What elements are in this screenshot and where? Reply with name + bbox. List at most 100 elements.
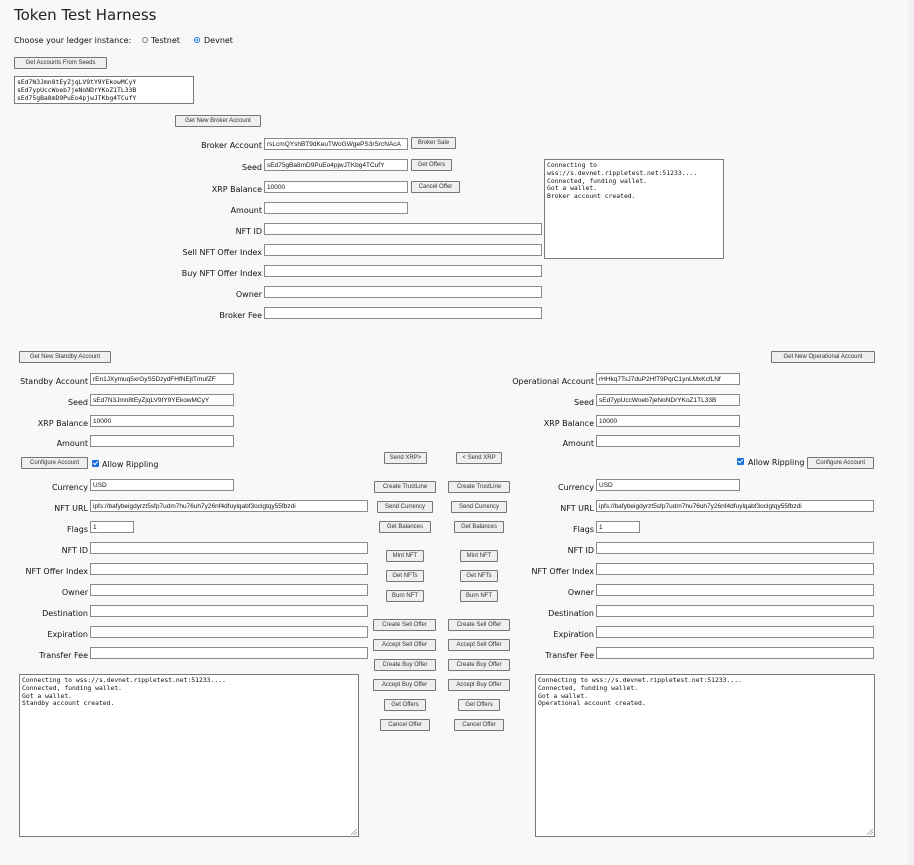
send-xrp-to-standby-button[interactable]: < Send XRP: [456, 452, 502, 464]
operational-allow-rippling-checkbox[interactable]: [737, 458, 744, 465]
operational-burn-nft-button[interactable]: Burn NFT: [460, 590, 498, 602]
standby-nft-offer-index-field[interactable]: [90, 563, 368, 575]
standby-nft-id-field[interactable]: [90, 542, 368, 554]
standby-configure-account-button[interactable]: Configure Account: [21, 457, 88, 469]
standby-owner-label: Owner: [61, 588, 88, 597]
standby-transfer-fee-field[interactable]: [90, 647, 368, 659]
standby-nft-offer-index-label: NFT Offer Index: [25, 567, 88, 576]
standby-seed-field[interactable]: sEd7N3Jmn8tEyZjqLV9tY9YEkowMCyY: [90, 394, 234, 406]
standby-burn-nft-button[interactable]: Burn NFT: [386, 590, 424, 602]
broker-fee-label: Broker Fee: [219, 311, 262, 320]
standby-accept-buy-offer-button[interactable]: Accept Buy Offer: [373, 679, 436, 691]
operational-destination-field[interactable]: [596, 605, 874, 617]
operational-mint-nft-button[interactable]: Mint NFT: [460, 550, 498, 562]
broker-account-field[interactable]: rsLcmQYshBT9dKeuTWoGWgePS3rSrcNAcA: [264, 138, 408, 150]
standby-send-currency-button[interactable]: Send Currency: [377, 501, 433, 513]
operational-seed-field[interactable]: sEd7ypUccWoeb7jeNoNDrYKoZ1TL33B: [596, 394, 740, 406]
operational-nft-offer-index-label: NFT Offer Index: [531, 567, 594, 576]
broker-sell-offer-index-field[interactable]: [264, 244, 542, 256]
standby-expiration-label: Expiration: [47, 630, 88, 639]
operational-create-buy-offer-button[interactable]: Create Buy Offer: [448, 659, 510, 671]
standby-get-offers-button[interactable]: Get Offers: [384, 699, 426, 711]
standby-account-field[interactable]: rEn1JXymuq5xrGyS5DzydFHfNEjtTmufZF: [90, 373, 234, 385]
get-new-operational-account-button[interactable]: Get New Operational Account: [771, 351, 875, 363]
operational-nft-offer-index-field[interactable]: [596, 563, 874, 575]
operational-log-textarea[interactable]: Connecting to wss://s.devnet.rippletest.…: [535, 674, 875, 837]
devnet-radio[interactable]: [194, 37, 200, 43]
standby-mint-nft-button[interactable]: Mint NFT: [386, 550, 424, 562]
operational-currency-label: Currency: [557, 483, 594, 492]
standby-allow-rippling-checkbox[interactable]: [92, 460, 99, 467]
standby-create-trustline-button[interactable]: Create TrustLine: [374, 481, 436, 493]
standby-destination-label: Destination: [42, 609, 88, 618]
standby-amount-label: Amount: [56, 439, 88, 448]
standby-expiration-field[interactable]: [90, 626, 368, 638]
operational-owner-field[interactable]: [596, 584, 874, 596]
operational-get-offers-button[interactable]: Get Offers: [458, 699, 500, 711]
get-new-standby-account-button[interactable]: Get New Standby Account: [19, 351, 111, 363]
operational-amount-label: Amount: [562, 439, 594, 448]
broker-sell-offer-index-label: Sell NFT Offer Index: [182, 248, 262, 257]
operational-flags-field[interactable]: 1: [596, 521, 640, 533]
broker-xrp-balance-field[interactable]: 10000: [264, 181, 408, 193]
standby-destination-field[interactable]: [90, 605, 368, 617]
broker-seed-field[interactable]: sEd75gBa8mD9PuEo4pjwJTKbg4TCufY: [264, 159, 408, 171]
standby-account-label: Standby Account: [20, 377, 88, 386]
standby-flags-label: Flags: [67, 525, 88, 534]
operational-configure-account-button[interactable]: Configure Account: [807, 457, 874, 469]
operational-create-sell-offer-button[interactable]: Create Sell Offer: [448, 619, 510, 631]
send-xrp-to-operational-button[interactable]: Send XRP>: [384, 452, 427, 464]
broker-get-offers-button[interactable]: Get Offers: [411, 159, 452, 171]
standby-accept-sell-offer-button[interactable]: Accept Sell Offer: [373, 639, 436, 651]
operational-seed-label: Seed: [574, 398, 594, 407]
standby-xrp-balance-field[interactable]: 10000: [90, 415, 234, 427]
standby-get-balances-button[interactable]: Get Balances: [379, 521, 431, 533]
operational-xrp-balance-field[interactable]: 10000: [596, 415, 740, 427]
operational-transfer-fee-field[interactable]: [596, 647, 874, 659]
broker-nft-id-field[interactable]: [264, 223, 542, 235]
operational-accept-buy-offer-button[interactable]: Accept Buy Offer: [448, 679, 510, 691]
operational-allow-rippling-label: Allow Rippling: [748, 458, 805, 467]
operational-nft-url-label: NFT URL: [560, 504, 594, 513]
testnet-radio[interactable]: [142, 37, 148, 43]
standby-log-textarea[interactable]: Connecting to wss://s.devnet.rippletest.…: [19, 674, 359, 837]
broker-xrp-balance-label: XRP Balance: [211, 185, 262, 194]
standby-create-buy-offer-button[interactable]: Create Buy Offer: [374, 659, 436, 671]
operational-amount-field[interactable]: [596, 435, 740, 447]
standby-amount-field[interactable]: [90, 435, 234, 447]
standby-get-nfts-button[interactable]: Get NFTs: [386, 570, 424, 582]
operational-expiration-field[interactable]: [596, 626, 874, 638]
operational-nft-id-label: NFT ID: [567, 546, 594, 555]
page-scrollbar[interactable]: [908, 0, 914, 865]
broker-buy-offer-index-field[interactable]: [264, 265, 542, 277]
page-title: Token Test Harness: [14, 6, 157, 24]
standby-flags-field[interactable]: 1: [90, 521, 134, 533]
broker-amount-field[interactable]: [264, 202, 408, 214]
operational-create-trustline-button[interactable]: Create TrustLine: [448, 481, 510, 493]
broker-fee-field[interactable]: [264, 307, 542, 319]
operational-currency-field[interactable]: USD: [596, 479, 740, 491]
broker-cancel-offer-button[interactable]: Cancel Offer: [411, 181, 460, 193]
operational-nft-url-field[interactable]: ipfs://bafybeigdyrzt5sfp7udm7hu76uh7y26n…: [596, 500, 874, 512]
standby-nft-url-field[interactable]: ipfs://bafybeigdyrzt5sfp7udm7hu76uh7y26n…: [90, 500, 368, 512]
get-new-broker-account-button[interactable]: Get New Broker Account: [175, 115, 261, 127]
standby-owner-field[interactable]: [90, 584, 368, 596]
operational-nft-id-field[interactable]: [596, 542, 874, 554]
standby-cancel-offer-button[interactable]: Cancel Offer: [380, 719, 430, 731]
broker-sale-button[interactable]: Broker Sale: [411, 137, 456, 149]
operational-owner-label: Owner: [567, 588, 594, 597]
operational-destination-label: Destination: [548, 609, 594, 618]
operational-get-balances-button[interactable]: Get Balances: [454, 521, 504, 533]
operational-get-nfts-button[interactable]: Get NFTs: [460, 570, 498, 582]
broker-owner-field[interactable]: [264, 286, 542, 298]
standby-xrp-balance-label: XRP Balance: [37, 419, 88, 428]
operational-accept-sell-offer-button[interactable]: Accept Sell Offer: [448, 639, 510, 651]
standby-create-sell-offer-button[interactable]: Create Sell Offer: [373, 619, 436, 631]
seeds-textarea[interactable]: sEd7N3Jmn8tEyZjqLV9tY9YEkowMCyY sEd7ypUc…: [14, 76, 194, 104]
operational-send-currency-button[interactable]: Send Currency: [451, 501, 507, 513]
standby-currency-field[interactable]: USD: [90, 479, 234, 491]
broker-log-textarea[interactable]: Connecting to wss://s.devnet.rippletest.…: [544, 159, 724, 259]
operational-account-field[interactable]: rHHkq7TsJ7duP2HfT9PqrC1ynLMxKcfLNf: [596, 373, 740, 385]
get-accounts-from-seeds-button[interactable]: Get Accounts From Seeds: [14, 57, 107, 69]
operational-cancel-offer-button[interactable]: Cancel Offer: [454, 719, 504, 731]
